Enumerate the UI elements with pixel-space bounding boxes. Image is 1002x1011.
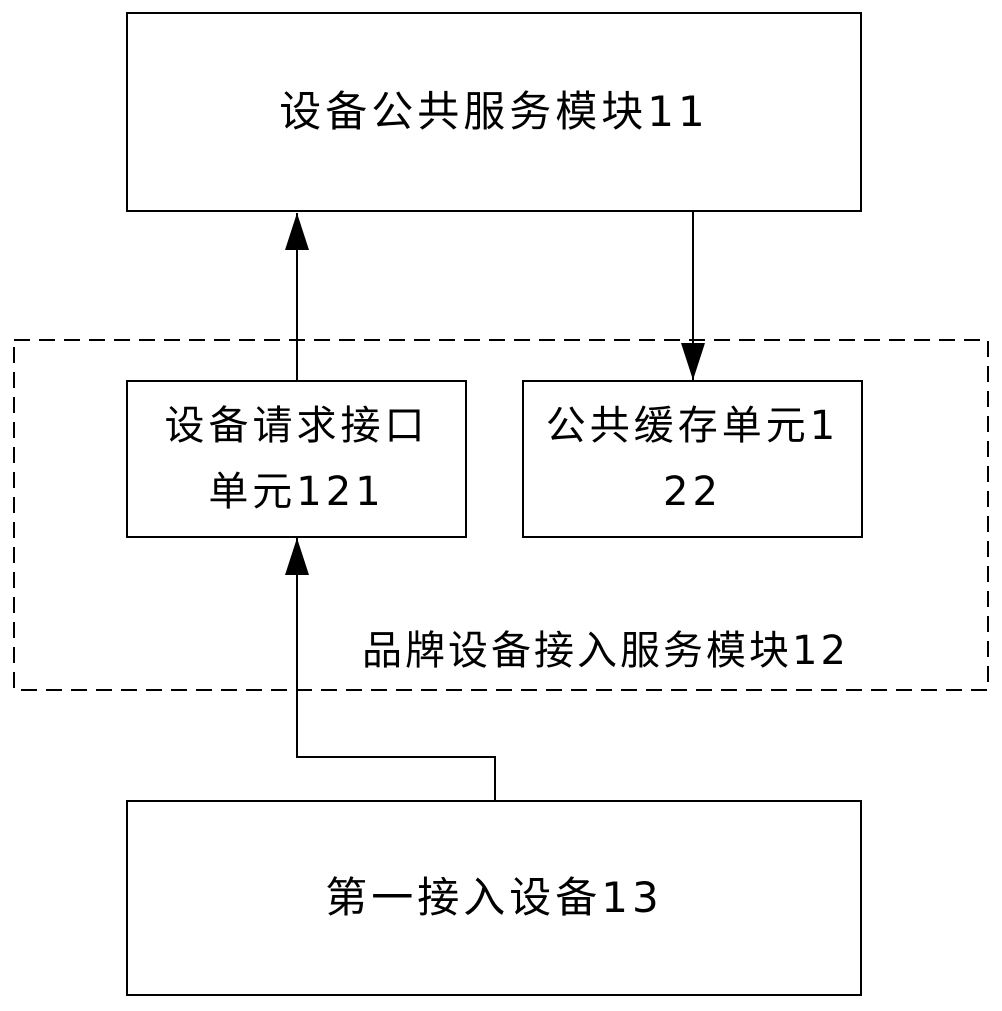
first-access-device-label: 第一接入设备13: [325, 869, 662, 928]
first-access-device: 第一接入设备13: [126, 800, 862, 996]
arrowhead-up-interface: [285, 538, 309, 575]
device-common-service-module: 设备公共服务模块11: [126, 12, 862, 212]
common-cache-unit-label: 公共缓存单元122: [543, 393, 843, 525]
device-request-interface-unit-label: 设备请求接口单元121: [147, 393, 447, 525]
arrowhead-down-cache: [681, 343, 705, 380]
common-cache-unit: 公共缓存单元122: [522, 380, 863, 538]
brand-device-access-service-module-caption: 品牌设备接入服务模块12: [362, 618, 982, 676]
arrowhead-up-common-service: [285, 213, 309, 250]
device-request-interface-unit: 设备请求接口单元121: [126, 380, 467, 538]
device-common-service-module-label: 设备公共服务模块11: [279, 83, 708, 142]
